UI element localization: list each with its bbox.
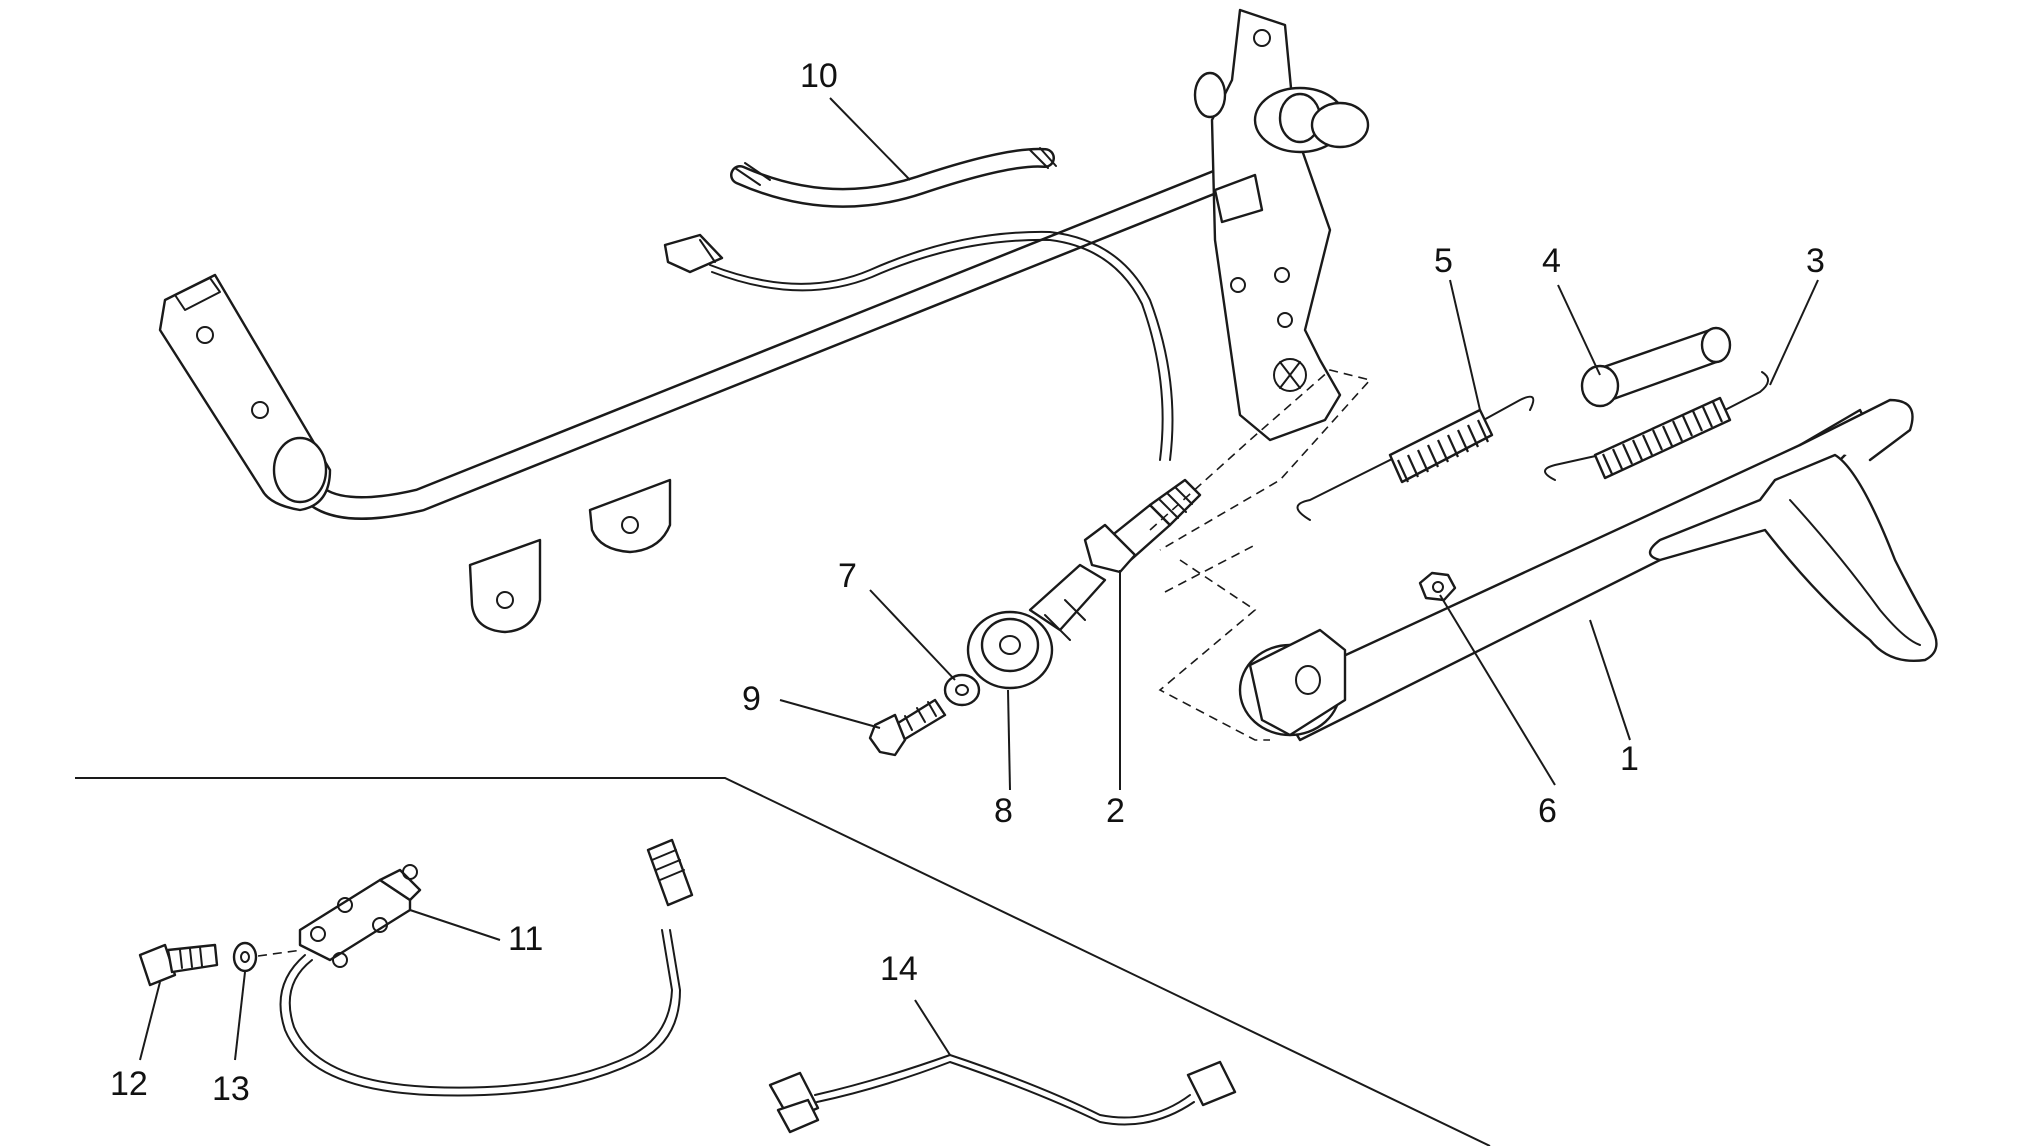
part-10-cable-sleeve (730, 147, 1057, 208)
part-6-nut (1418, 571, 1457, 602)
part-8-switch-plate (966, 563, 1107, 690)
part-14-wiring-harness (768, 1054, 1237, 1134)
callout-3: 3 (1806, 242, 1825, 280)
assembly-guide-dashed (1149, 369, 1372, 741)
callout-4: 4 (1542, 242, 1561, 280)
part-13-washer (232, 941, 303, 973)
sidestand-switch-wire (663, 230, 1174, 461)
callout-14: 14 (880, 950, 918, 988)
leader-lines (139, 97, 1819, 1061)
part-12-bolt (138, 943, 219, 987)
callout-7: 7 (838, 557, 857, 595)
callout-6: 6 (1538, 792, 1557, 830)
callout-2: 2 (1106, 792, 1125, 830)
callout-labels: 10 5 4 3 7 9 8 2 6 1 11 12 13 14 (110, 57, 1825, 1108)
part-5-spring (1296, 395, 1535, 521)
part-3-spring (1544, 371, 1769, 481)
part-4-bushing (1580, 326, 1732, 408)
frame-cradle (158, 8, 1370, 634)
part-9-screw (868, 698, 947, 757)
callout-12: 12 (110, 1065, 148, 1103)
callout-9: 9 (742, 680, 761, 718)
callout-5: 5 (1434, 242, 1453, 280)
part-1-side-stand (1238, 398, 1938, 742)
callout-11: 11 (508, 920, 543, 958)
part-2-pivot-bolt (1083, 478, 1202, 574)
callout-13: 13 (212, 1070, 250, 1108)
part-11-sidestand-switch (279, 838, 694, 1097)
callout-10: 10 (800, 57, 838, 95)
callout-8: 8 (994, 792, 1013, 830)
callout-1: 1 (1620, 740, 1639, 778)
part-7-washer (943, 673, 981, 707)
section-divider (75, 777, 1491, 1146)
